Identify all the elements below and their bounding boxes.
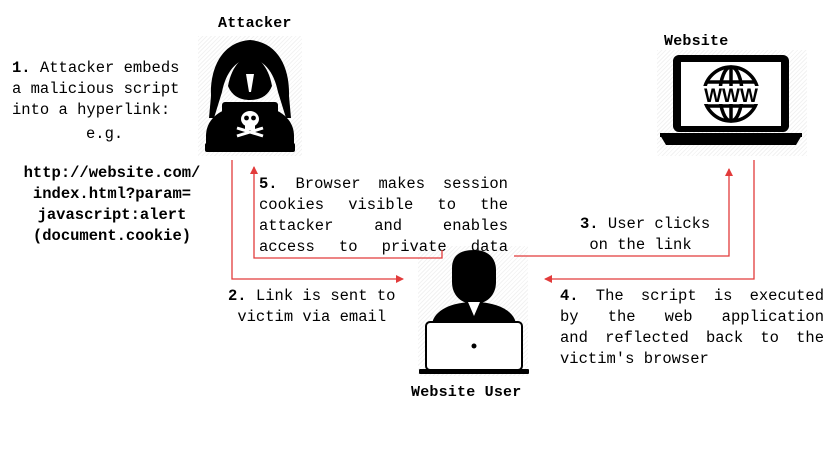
step1-code-example: http://website.com/ index.html?param= ja… bbox=[8, 163, 216, 247]
step3-number: 3. bbox=[580, 215, 599, 233]
step4-row1: 4. The script is executed bbox=[560, 286, 824, 307]
step4-line1: The script is executed bbox=[595, 287, 824, 305]
website-laptop-icon: WWW bbox=[660, 55, 802, 145]
step2-number: 2. bbox=[228, 287, 247, 305]
flow-arrows bbox=[231, 160, 755, 283]
step5-line1: Browser makes session bbox=[295, 175, 509, 193]
step5-line2: cookies visible to the bbox=[259, 196, 508, 214]
www-logo-text: WWW bbox=[704, 86, 758, 107]
step2-line1: Link is sent to bbox=[255, 287, 396, 305]
hacker-icon bbox=[205, 40, 295, 152]
step5-text: 5. Browser makes session cookies visible… bbox=[259, 174, 508, 258]
code-line-2: index.html?param= bbox=[32, 185, 192, 203]
website-user-label: Website User bbox=[411, 384, 522, 401]
step1-line1: Attacker embeds bbox=[39, 59, 180, 77]
step5-line4: access to private data bbox=[259, 238, 508, 256]
step3-line1: User clicks bbox=[607, 215, 711, 233]
step4-line3: and reflected back to the bbox=[560, 329, 824, 347]
user-laptop-icon bbox=[419, 250, 529, 374]
step4-text: 4. The script is executed by the web app… bbox=[560, 286, 824, 370]
arrow-step5 bbox=[250, 166, 443, 259]
step1-number: 1. bbox=[12, 59, 31, 77]
arrow-step3 bbox=[514, 168, 733, 257]
arrow-step4 bbox=[544, 160, 755, 283]
website-label: Website bbox=[664, 33, 729, 50]
step2-line2: victim via email bbox=[237, 308, 387, 326]
step5-row1: 5. Browser makes session bbox=[259, 174, 508, 195]
step1-line3: into a hyperlink: bbox=[12, 101, 171, 119]
arrow-step2 bbox=[231, 160, 404, 283]
step1-eg: e.g. bbox=[86, 125, 124, 143]
step1-line2: a malicious script bbox=[12, 80, 180, 98]
step3-line2: on the link bbox=[589, 236, 692, 254]
step5-line3: attacker and enables bbox=[259, 217, 508, 235]
code-line-3: javascript:alert bbox=[37, 206, 187, 224]
step4-number: 4. bbox=[560, 287, 579, 305]
step4-line2: by the web application bbox=[560, 308, 824, 326]
step2-text: 2. Link is sent to victim via email bbox=[228, 286, 395, 328]
attacker-label: Attacker bbox=[218, 15, 292, 32]
code-line-4: (document.cookie) bbox=[32, 227, 192, 245]
step1-text: 1. Attacker embeds a malicious script in… bbox=[12, 58, 179, 121]
step3-text: 3. User clicks on the link bbox=[580, 214, 710, 256]
skull-icon bbox=[236, 111, 264, 138]
code-line-1: http://website.com/ bbox=[23, 164, 201, 182]
step5-number: 5. bbox=[259, 175, 278, 193]
step4-line4: victim's browser bbox=[560, 350, 709, 368]
